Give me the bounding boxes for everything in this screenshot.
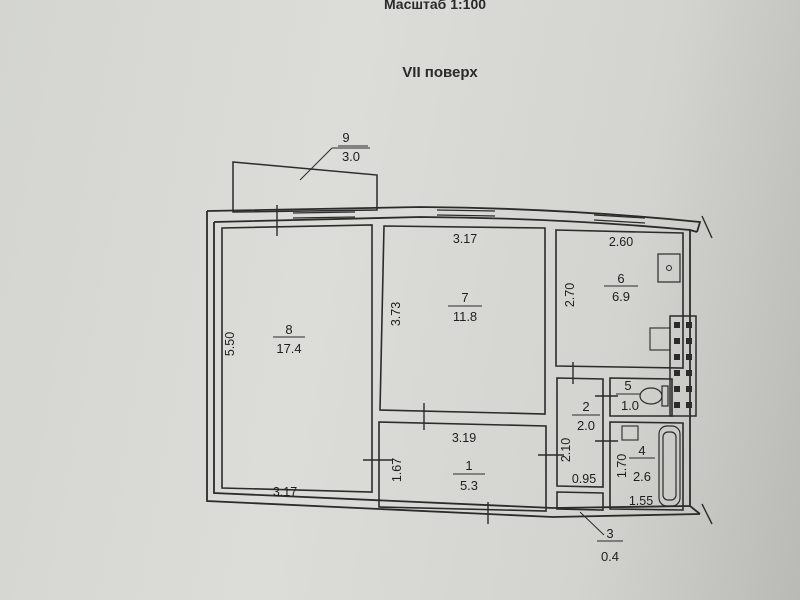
room-6-area: 6.9 <box>612 289 630 304</box>
dim-room-1-width: 3.19 <box>452 431 476 445</box>
room-1-area: 5.3 <box>460 478 478 493</box>
dim-room-8-width: 3.17 <box>273 485 297 499</box>
balcony-leader <box>299 147 333 181</box>
room-2-number: 2 <box>582 399 589 414</box>
room-label-bars <box>273 145 655 542</box>
room-1-outline <box>378 421 547 512</box>
dim-room-6-height: 2.70 <box>563 283 577 307</box>
room-2-outline <box>556 377 604 488</box>
stove-icon <box>649 327 671 351</box>
room-5-outline <box>609 377 673 417</box>
room-9-number: 9 <box>342 130 349 145</box>
window-room-8 <box>292 211 356 219</box>
door-marks <box>276 205 713 525</box>
room-3-number: 3 <box>606 526 613 541</box>
dim-room-7-width: 3.17 <box>453 232 477 246</box>
room-4-outline <box>609 421 684 511</box>
kitchen-sink-icon <box>657 253 681 283</box>
room-3-leader <box>579 511 605 536</box>
dim-room-7-height: 3.73 <box>389 302 403 326</box>
sink-drain-icon <box>666 265 672 271</box>
room-7-outline <box>379 225 546 415</box>
dim-room-6-width: 2.60 <box>609 235 633 249</box>
scale-label: Масштаб 1:100 <box>383 0 487 12</box>
room-8-number: 8 <box>285 322 292 337</box>
dim-room-8-height: 5.50 <box>223 332 237 356</box>
room-3-outline <box>556 491 604 511</box>
room-7-area: 11.8 <box>453 309 477 324</box>
window-room-7 <box>436 209 496 217</box>
dim-room-2-width: 0.95 <box>572 472 596 486</box>
dim-room-2-height: 2.10 <box>559 438 573 462</box>
room-2-area: 2.0 <box>577 418 595 433</box>
room-8-area: 17.4 <box>276 341 301 356</box>
room-5-number: 5 <box>624 378 631 393</box>
room-4-number: 4 <box>638 443 645 458</box>
bathtub-icon <box>658 425 681 507</box>
dim-room-1-height: 1.67 <box>390 458 404 482</box>
ventilation-shaft-icon <box>669 315 697 417</box>
room-5-area: 1.0 <box>621 398 639 413</box>
room-6-outline <box>555 229 684 369</box>
dim-room-4-width: 1.55 <box>629 494 653 508</box>
room-6-number: 6 <box>617 271 624 286</box>
room-8-outline <box>221 224 373 493</box>
room-1-number: 1 <box>465 458 472 473</box>
room-3-area: 0.4 <box>601 549 619 564</box>
toilet-icon <box>639 385 669 407</box>
outer-walls <box>206 206 702 518</box>
window-room-6 <box>593 214 646 224</box>
room-4-area: 2.6 <box>633 469 651 484</box>
washbasin-icon <box>621 425 639 441</box>
balcony-outline <box>232 161 378 213</box>
dim-room-4-height: 1.70 <box>615 454 629 478</box>
room-9-area: 3.0 <box>342 149 360 164</box>
room-7-number: 7 <box>461 290 468 305</box>
floor-title: VII поверх <box>402 64 478 81</box>
